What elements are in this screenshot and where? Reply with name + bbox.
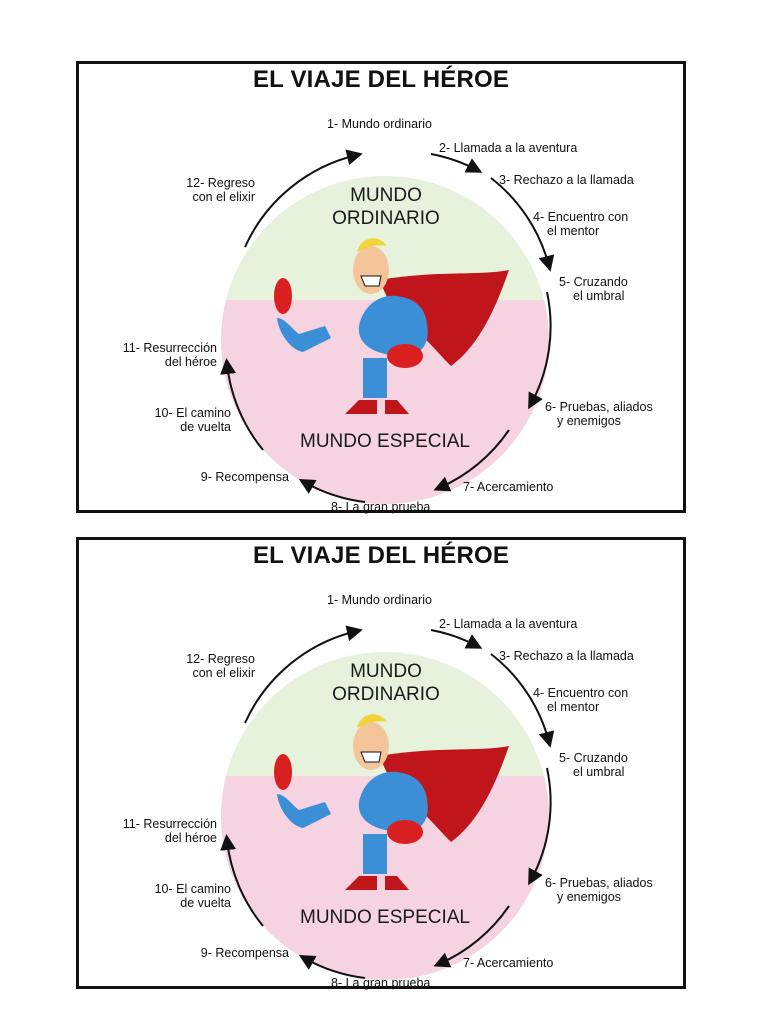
stage-8-label: 8- La gran prueba bbox=[331, 976, 431, 990]
stage-3-label: 3- Rechazo a la llamada bbox=[499, 173, 634, 187]
stage-2-label: 2- Llamada a la aventura bbox=[439, 141, 578, 155]
torso bbox=[358, 295, 428, 357]
stage-2-label: 2- Llamada a la aventura bbox=[439, 617, 578, 631]
cape bbox=[379, 746, 509, 842]
stage-7-label: 7- Acercamiento bbox=[463, 480, 554, 494]
right-glove bbox=[387, 820, 423, 844]
special-world-label: MUNDO ESPECIAL bbox=[300, 431, 470, 452]
journey-circle-diagram bbox=[220, 149, 555, 504]
cycle-arrows bbox=[220, 149, 555, 503]
stage-9-label: 9- Recompensa bbox=[200, 470, 289, 484]
head bbox=[353, 246, 389, 294]
stage-1-label: 1- Mundo ordinario bbox=[327, 593, 432, 607]
stage-1-label: 1- Mundo ordinario bbox=[327, 117, 432, 131]
right-glove bbox=[387, 344, 423, 368]
special-world-label: MUNDO ESPECIAL bbox=[300, 907, 470, 928]
stage-9-label: 9- Recompensa bbox=[200, 946, 289, 960]
left-glove bbox=[274, 754, 292, 790]
cycle-arrows bbox=[220, 625, 555, 979]
stage-8-label: 8- La gran prueba bbox=[331, 500, 431, 514]
journey-circle-diagram bbox=[220, 625, 555, 980]
hero-illustration bbox=[274, 714, 509, 890]
stage-3-label: 3- Rechazo a la llamada bbox=[499, 649, 634, 663]
torso bbox=[358, 771, 428, 833]
left-glove bbox=[274, 278, 292, 314]
diagram-title: EL VIAJE DEL HÉROE bbox=[252, 542, 510, 569]
diagram-title: EL VIAJE DEL HÉROE bbox=[252, 66, 510, 93]
head bbox=[353, 722, 389, 770]
cape bbox=[379, 270, 509, 366]
hero-illustration bbox=[274, 238, 509, 414]
stage-7-label: 7- Acercamiento bbox=[463, 956, 554, 970]
hair bbox=[357, 714, 387, 728]
hair bbox=[357, 238, 387, 252]
